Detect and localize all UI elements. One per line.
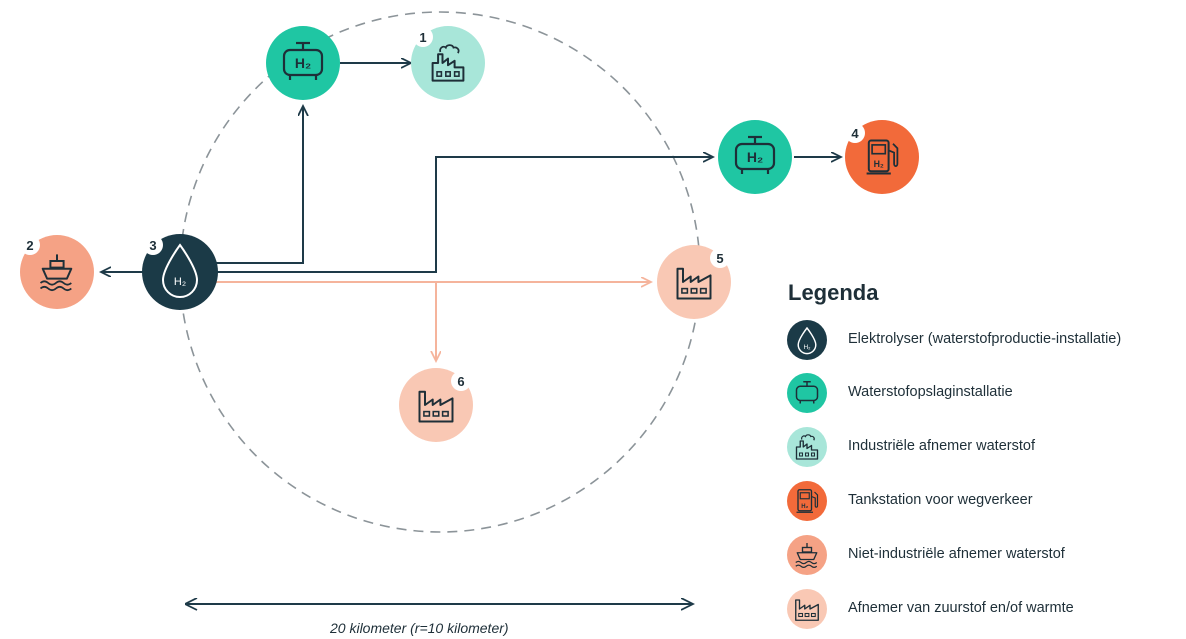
storage-top-symbol: H₂ xyxy=(295,55,311,71)
arrow-to-top-storage xyxy=(214,107,303,264)
scale-label: 20 kilometer (r=10 kilometer) xyxy=(330,620,509,636)
legend-label-storage: Waterstofopslaginstallatie xyxy=(848,384,1013,400)
node-number-3: 3 xyxy=(149,238,156,253)
legend-label-electrolyser: Elektrolyser (waterstofproductie-install… xyxy=(848,331,1122,347)
node-number-1: 1 xyxy=(419,30,426,45)
storage-node-top: H₂ xyxy=(266,26,340,100)
legend-label-non-industrial-user: Niet-industriële afnemer waterstof xyxy=(848,546,1065,562)
node-number-5: 5 xyxy=(716,251,723,266)
fuel-station-node: 4 xyxy=(845,120,919,194)
legend-icons xyxy=(787,320,827,629)
electrolyser-node: H₂ 3 xyxy=(142,234,218,310)
heat-user-node-right: 5 xyxy=(657,245,731,319)
storage-right-symbol: H₂ xyxy=(747,149,763,165)
hydrogen-drop-icon xyxy=(161,243,199,298)
heat-user-node-bottom: 6 xyxy=(399,368,473,442)
flow-arrows xyxy=(102,63,840,360)
legend-label-industrial-user: Industriële afnemer waterstof xyxy=(848,438,1035,454)
industrial-user-node: 1 xyxy=(411,26,485,100)
arrow-to-right-storage xyxy=(214,157,712,273)
non-industrial-user-node: 2 xyxy=(20,235,94,309)
legend-label-fuel-station: Tankstation voor wegverkeer xyxy=(848,492,1033,508)
storage-node-right: H₂ xyxy=(718,120,792,194)
node-number-4: 4 xyxy=(851,126,859,141)
node-number-6: 6 xyxy=(457,374,464,389)
electrolyser-symbol: H₂ xyxy=(174,276,186,288)
node-number-2: 2 xyxy=(26,238,33,253)
legend-label-oxygen-heat-user: Afnemer van zuurstof en/of warmte xyxy=(848,600,1074,616)
legend-title: Legenda xyxy=(788,280,879,305)
